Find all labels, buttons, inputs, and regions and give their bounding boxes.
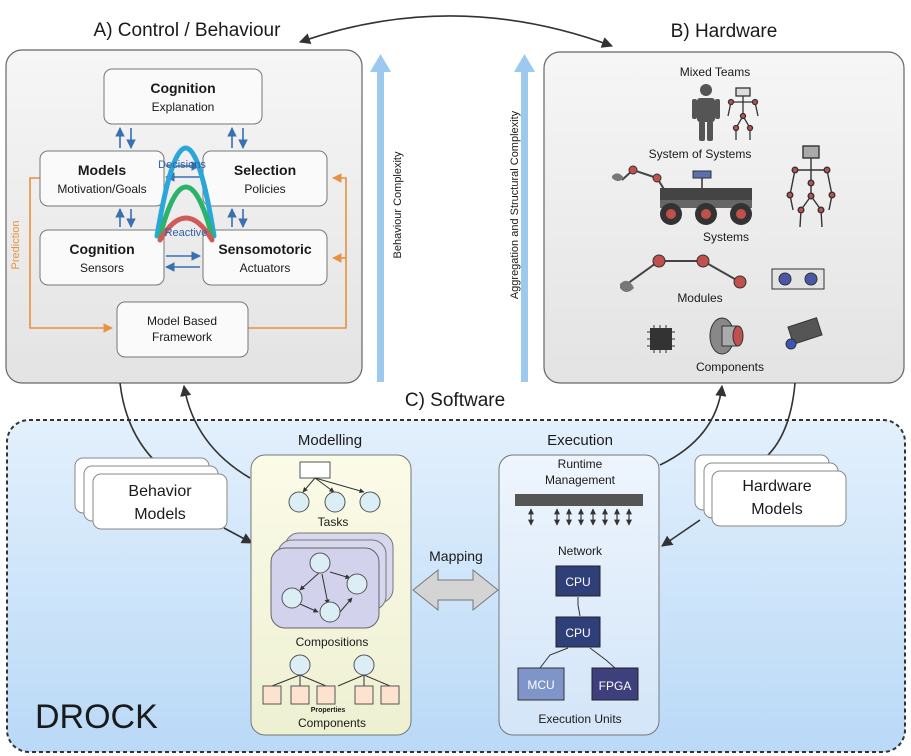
selection-sub: Policies: [244, 182, 285, 196]
mcu-label: MCU: [527, 678, 554, 692]
hardware-models-doc: Hardware Models: [694, 454, 847, 527]
components-sw-label: Components: [298, 716, 366, 730]
hardware-models-line1: Hardware: [742, 478, 811, 495]
behaviour-complexity-axis: Behaviour Complexity: [370, 54, 404, 382]
small-humanoid-robot-icon: [727, 87, 759, 140]
properties-label: Properties: [311, 707, 346, 714]
decision-reactive-arcs: [154, 145, 217, 243]
section-c-title: C) Software: [405, 390, 505, 411]
cognition-sensors-box: Cognition Sensors: [39, 229, 165, 286]
execution-title: Execution: [547, 432, 613, 449]
systems-label: Systems: [703, 230, 749, 244]
model-based-framework-box: Model Based Framework: [116, 301, 249, 358]
models-title: Models: [78, 162, 126, 178]
prediction-label: Prediction: [10, 221, 22, 270]
sensomotoric-title: Sensomotoric: [218, 241, 312, 257]
cognition-explanation-box: Cognition Explanation: [103, 68, 263, 125]
drock-label: DROCK: [35, 698, 158, 736]
components-hw-label: Components: [696, 360, 764, 374]
camera-icon: [785, 317, 823, 350]
humanoid-robot-icon: [786, 145, 836, 228]
models-sub: Motivation/Goals: [57, 182, 146, 196]
sensomotoric-sub: Actuators: [240, 261, 291, 275]
cpu1-label: CPU: [565, 575, 590, 589]
reactive-label: Reactive: [165, 227, 208, 239]
aggregation-complexity-label: Aggregation and Structural Complexity: [509, 110, 521, 299]
motor-icon: [709, 317, 744, 355]
system-of-systems-label: System of Systems: [649, 147, 752, 161]
selection-title: Selection: [234, 162, 296, 178]
module-arm-icon: [620, 254, 747, 292]
section-a-title: A) Control / Behaviour: [94, 20, 282, 41]
human-icon: [692, 84, 720, 141]
framework-line2: Framework: [152, 330, 213, 344]
models-box: Models Motivation/Goals: [39, 150, 165, 207]
compositions-graph: [270, 532, 394, 629]
cognition-bottom-sub: Sensors: [80, 261, 124, 275]
decisions-label: Decisions: [158, 159, 206, 171]
sensomotoric-box: Sensomotoric Actuators: [202, 229, 328, 286]
module-block-icon: [771, 268, 825, 290]
mapping-label: Mapping: [429, 548, 483, 564]
modules-label: Modules: [677, 291, 722, 305]
hardware-models-line2: Models: [751, 501, 803, 518]
components-tree: [262, 654, 400, 705]
cpu2-label: CPU: [565, 626, 590, 640]
runtime-line2: Management: [545, 473, 616, 487]
behaviour-complexity-label: Behaviour Complexity: [392, 151, 404, 258]
tasks-label: Tasks: [318, 515, 349, 529]
cognition-top-title: Cognition: [150, 80, 215, 96]
chip-icon: [647, 325, 675, 353]
compositions-label: Compositions: [296, 635, 369, 649]
control-hardware-link-arrow: [298, 15, 614, 48]
fpga-label: FPGA: [599, 679, 632, 693]
behavior-models-doc: Behavior Models: [74, 457, 228, 530]
modelling-title: Modelling: [298, 432, 362, 449]
aggregation-axis: Aggregation and Structural Complexity: [509, 54, 535, 382]
runtime-line1: Runtime: [558, 457, 603, 471]
tasks-tree: [288, 461, 381, 513]
runtime-bus: [515, 494, 643, 526]
behavior-models-line2: Models: [134, 506, 186, 523]
rover-icon: [660, 170, 752, 225]
execution-units-label: Execution Units: [538, 712, 621, 726]
section-b-title: B) Hardware: [671, 21, 778, 42]
mapping-arrow: [412, 568, 499, 612]
framework-line1: Model Based: [147, 314, 217, 328]
prediction-loop: Prediction: [10, 173, 347, 333]
selection-box: Selection Policies: [202, 150, 328, 207]
mixed-teams-label: Mixed Teams: [680, 65, 750, 79]
behavior-models-line1: Behavior: [128, 483, 192, 500]
network-label: Network: [558, 544, 603, 558]
execution-units-graph: [517, 565, 639, 701]
cognition-bottom-title: Cognition: [69, 241, 134, 257]
hardware-panel: [543, 51, 905, 384]
cognition-top-sub: Explanation: [152, 100, 215, 114]
